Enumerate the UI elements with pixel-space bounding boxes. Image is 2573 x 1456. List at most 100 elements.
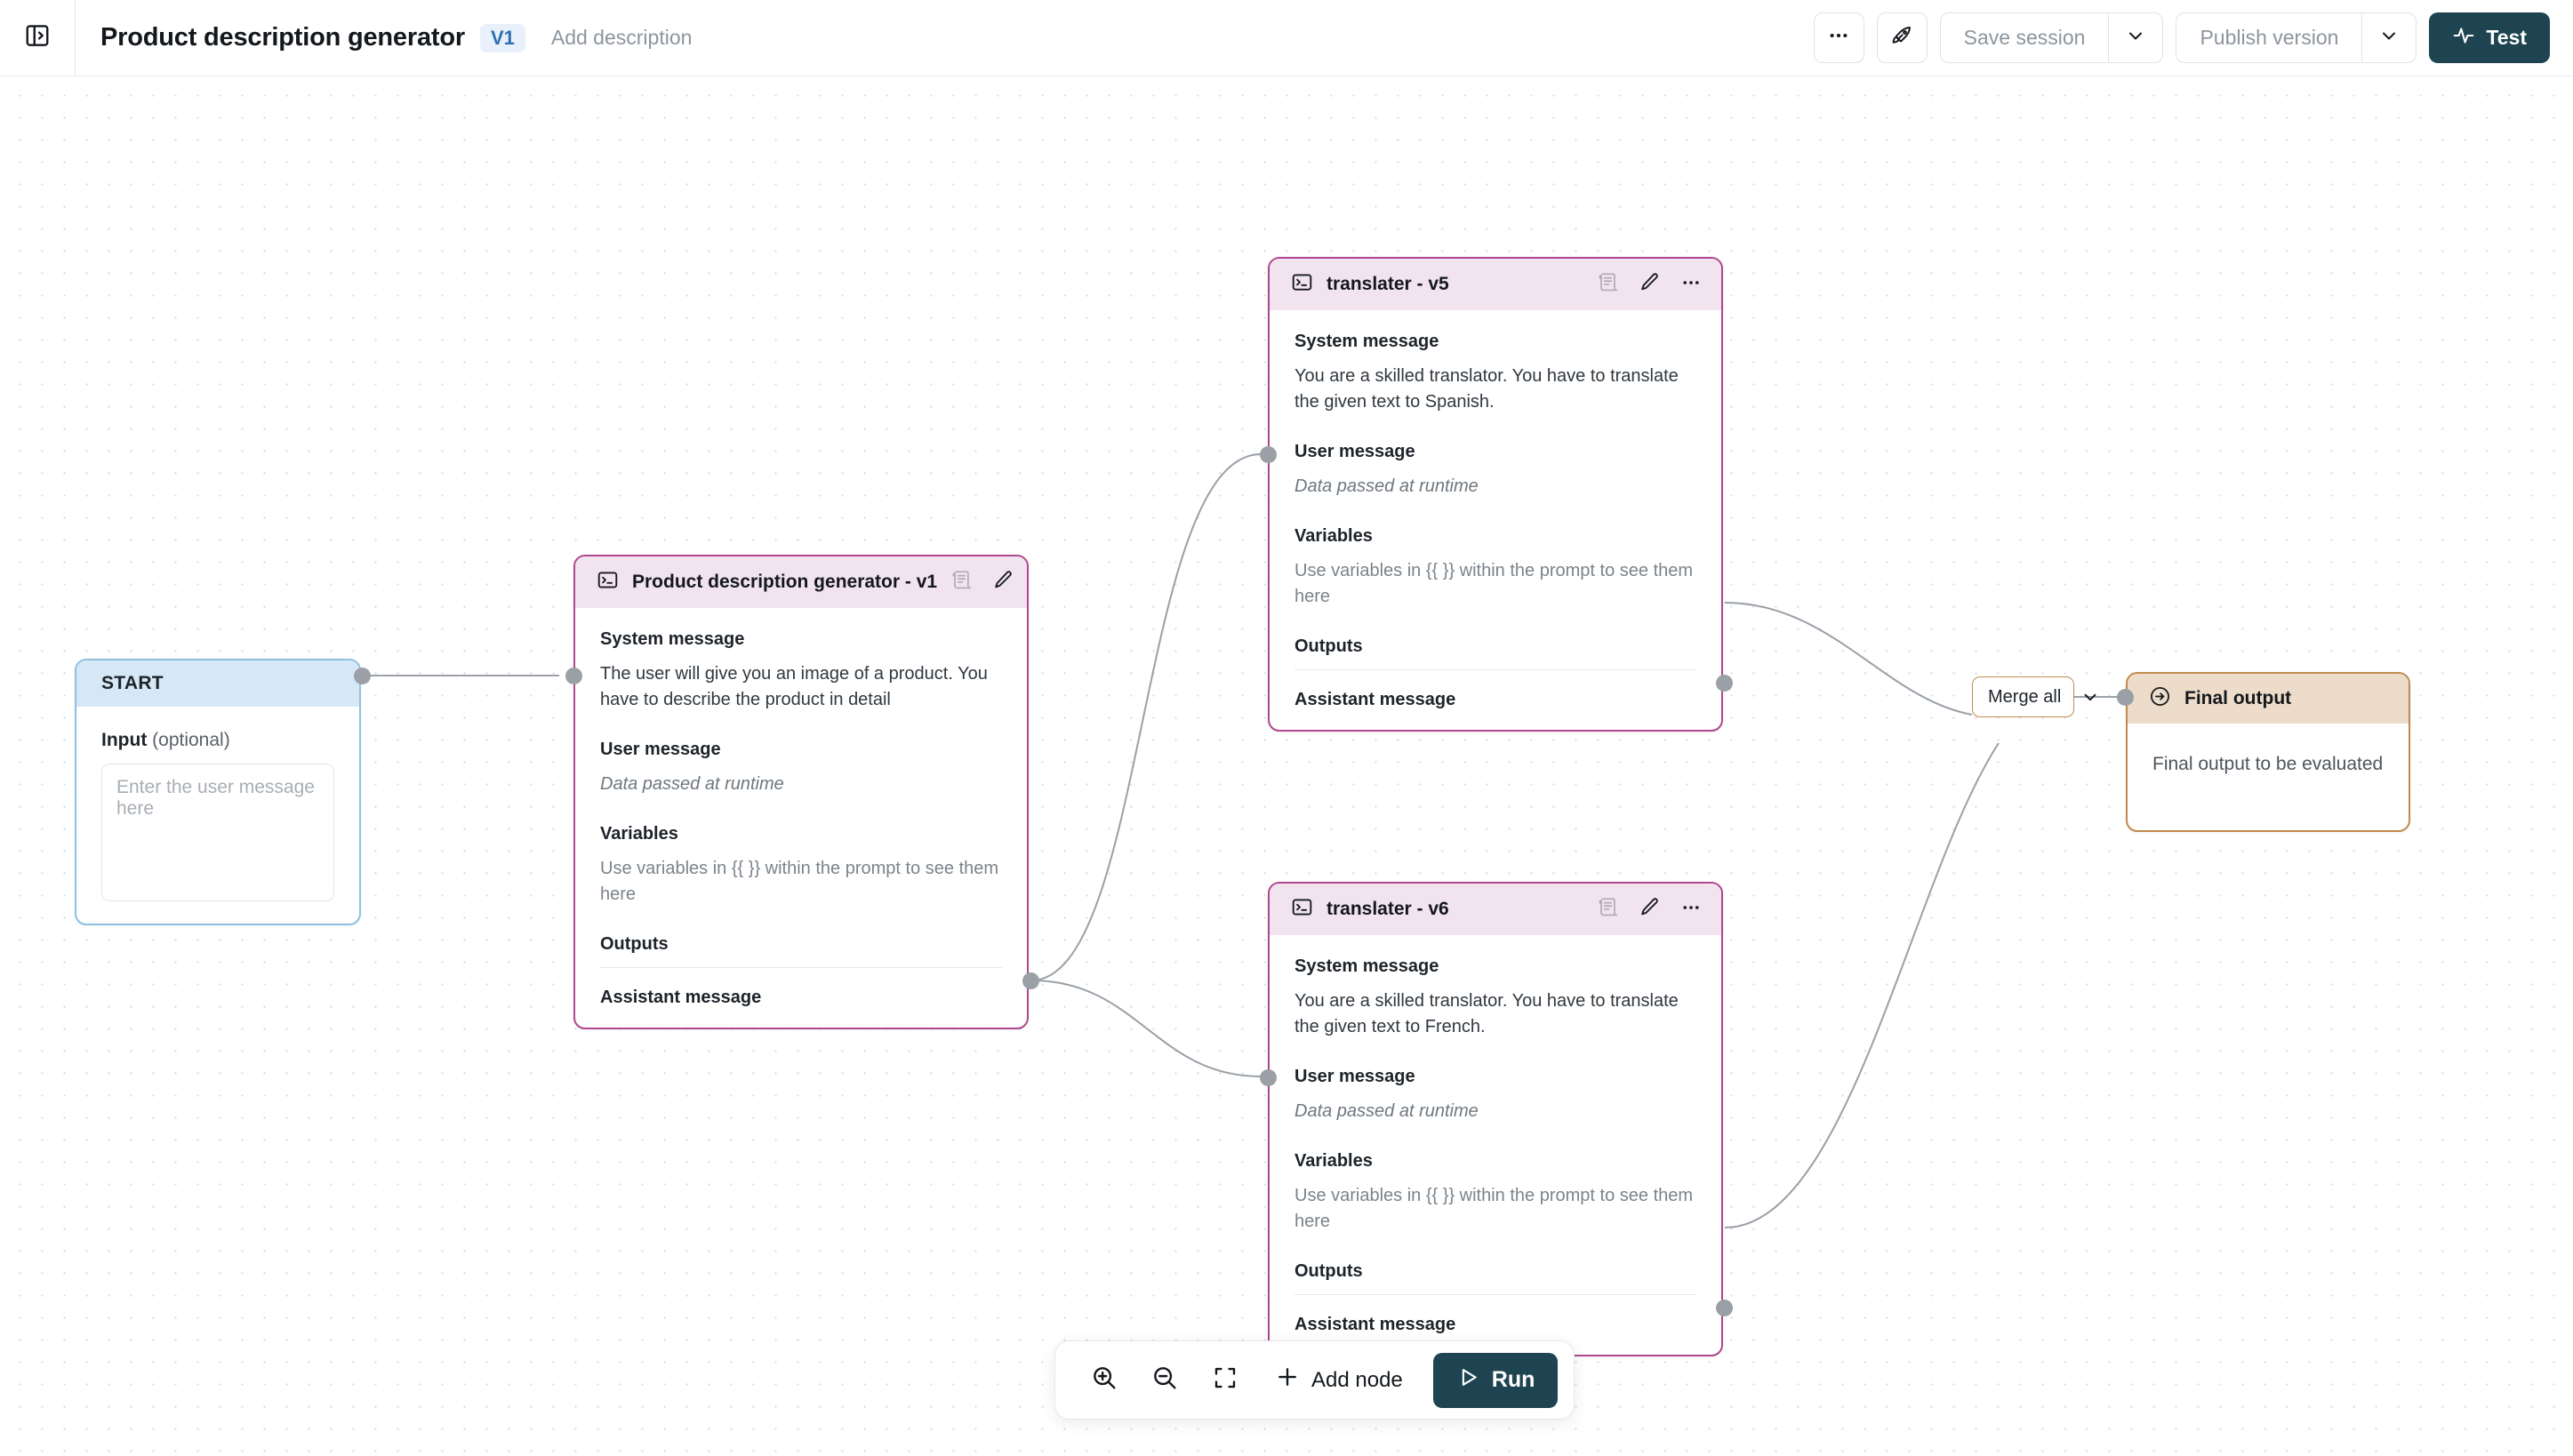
- node-title: translater - v5: [1327, 274, 1449, 294]
- handle-translater-v6-input[interactable]: [1260, 1069, 1277, 1086]
- outputs-divider: [1295, 1294, 1696, 1295]
- flow-canvas[interactable]: START Input (optional) Product descripti…: [0, 76, 2573, 1456]
- version-badge[interactable]: V1: [479, 23, 525, 52]
- test-button-label: Test: [2486, 26, 2527, 49]
- add-node-button[interactable]: Add node: [1260, 1355, 1417, 1406]
- system-message-label: System message: [600, 629, 745, 649]
- node-translater-v5[interactable]: translater - v5: [1268, 257, 1723, 732]
- input-label-text: Input: [101, 730, 148, 750]
- variables-text: Use variables in {{ }} within the prompt…: [1295, 561, 1694, 606]
- pencil-icon[interactable]: [992, 569, 1014, 596]
- node-header-actions: [950, 569, 1027, 596]
- system-message-label: System message: [1295, 956, 1439, 976]
- node-translater-v6[interactable]: translater - v6: [1268, 882, 1723, 1356]
- node-header: translater - v6: [1270, 884, 1721, 935]
- user-message-input[interactable]: [101, 764, 334, 901]
- deploy-button[interactable]: [1876, 12, 1928, 63]
- page-title: Product description generator: [100, 23, 465, 52]
- zoom-in-button[interactable]: [1078, 1355, 1130, 1406]
- pencil-icon[interactable]: [1639, 896, 1661, 923]
- publish-version-split-button: Publish version: [2176, 12, 2417, 63]
- node-header: translater - v5: [1270, 259, 1721, 310]
- publish-version-dropdown-button[interactable]: [2361, 12, 2417, 63]
- more-options-button[interactable]: [1813, 12, 1864, 63]
- zoom-out-icon: [1150, 1364, 1179, 1396]
- pencil-icon[interactable]: [1639, 271, 1661, 298]
- assistant-message-label: Assistant message: [1295, 690, 1456, 709]
- node-header-actions: [1597, 896, 1702, 923]
- add-node-label: Add node: [1311, 1367, 1403, 1392]
- node-header-actions: [1597, 271, 1702, 298]
- scroll-document-icon[interactable]: [950, 569, 973, 596]
- run-button[interactable]: Run: [1432, 1352, 1559, 1408]
- panel-toggle-button[interactable]: [0, 0, 76, 76]
- zoom-out-button[interactable]: [1139, 1355, 1190, 1406]
- node-header: Product description generator - v1: [575, 556, 1027, 608]
- handle-generator-input[interactable]: [565, 668, 582, 684]
- input-label-optional: (optional): [152, 730, 230, 750]
- chevron-down-icon: [2125, 25, 2146, 51]
- assistant-message-label: Assistant message: [600, 988, 762, 1007]
- user-message-text: Data passed at runtime: [1295, 476, 1479, 496]
- user-message-text: Data passed at runtime: [1295, 1101, 1479, 1121]
- user-message-label: User message: [1295, 442, 1415, 461]
- user-message-label: User message: [1295, 1067, 1415, 1086]
- node-final-output[interactable]: Final output Final output to be evaluate…: [2126, 672, 2410, 832]
- canvas-toolbar: Add node Run: [1054, 1340, 1575, 1420]
- final-output-body: Final output to be evaluated: [2128, 724, 2409, 805]
- node-start[interactable]: START Input (optional): [75, 659, 361, 925]
- save-session-button[interactable]: Save session: [1939, 12, 2109, 63]
- edge-translater-v6-to-merge: [1724, 742, 2000, 1228]
- start-node-title: START: [76, 660, 359, 707]
- handle-translater-v6-output[interactable]: [1716, 1300, 1733, 1316]
- variables-label: Variables: [1295, 526, 1373, 546]
- handle-final-output-input[interactable]: [2117, 689, 2134, 706]
- test-button[interactable]: Test: [2429, 12, 2550, 63]
- chevron-down-icon: [2080, 687, 2100, 707]
- assistant-message-label: Assistant message: [1295, 1315, 1456, 1334]
- node-product-description-generator-v1[interactable]: Product description generator - v1: [573, 555, 1029, 1029]
- final-output-title: Final output: [2184, 688, 2292, 708]
- publish-version-button[interactable]: Publish version: [2176, 12, 2362, 63]
- terminal-prompt-icon: [1291, 271, 1313, 298]
- fit-screen-icon: [1212, 1364, 1238, 1396]
- save-session-dropdown-button[interactable]: [2108, 12, 2164, 63]
- user-message-text: Data passed at runtime: [600, 774, 784, 794]
- start-node-body: Input (optional): [76, 707, 359, 924]
- handle-generator-output[interactable]: [1022, 972, 1039, 989]
- input-field-label: Input (optional): [101, 730, 334, 751]
- run-button-label: Run: [1491, 1367, 1535, 1392]
- handle-start-output[interactable]: [354, 668, 371, 684]
- more-horizontal-icon[interactable]: [1680, 272, 1702, 298]
- merge-mode-select[interactable]: Merge all: [1972, 676, 2096, 717]
- edge-generator-to-translater-v5: [1030, 453, 1262, 981]
- panel-expand-icon: [24, 22, 51, 53]
- node-title: Product description generator - v1: [632, 572, 938, 592]
- play-triangle-icon: [1456, 1365, 1480, 1396]
- handle-translater-v5-input[interactable]: [1260, 446, 1277, 463]
- handle-translater-v5-output[interactable]: [1716, 675, 1733, 692]
- plus-icon: [1274, 1364, 1301, 1396]
- variables-label: Variables: [600, 824, 678, 844]
- merge-mode-value: Merge all: [1988, 686, 2062, 707]
- scroll-document-icon[interactable]: [1597, 896, 1619, 923]
- final-output-text: Final output to be evaluated: [2152, 754, 2384, 774]
- add-description-button[interactable]: Add description: [550, 26, 693, 49]
- outputs-label: Outputs: [1295, 1261, 1363, 1281]
- final-output-header: Final output: [2128, 674, 2409, 724]
- node-body: System message You are a skilled transla…: [1270, 935, 1721, 1355]
- fit-view-button[interactable]: [1199, 1355, 1251, 1406]
- more-horizontal-icon: [1827, 24, 1850, 52]
- system-message-label: System message: [1295, 332, 1439, 351]
- chevron-down-icon: [2378, 25, 2400, 51]
- variables-text: Use variables in {{ }} within the prompt…: [600, 859, 999, 904]
- scroll-document-icon[interactable]: [1597, 271, 1619, 298]
- outputs-divider: [600, 967, 1002, 968]
- edge-generator-to-translater-v6: [1030, 980, 1262, 1077]
- node-title: translater - v6: [1327, 899, 1449, 919]
- top-bar-actions: Save session Publish version Test: [1813, 12, 2573, 63]
- outputs-label: Outputs: [600, 934, 669, 954]
- more-horizontal-icon[interactable]: [1680, 897, 1702, 923]
- activity-pulse-icon: [2452, 24, 2475, 52]
- system-message-text: You are a skilled translator. You have t…: [1295, 366, 1679, 412]
